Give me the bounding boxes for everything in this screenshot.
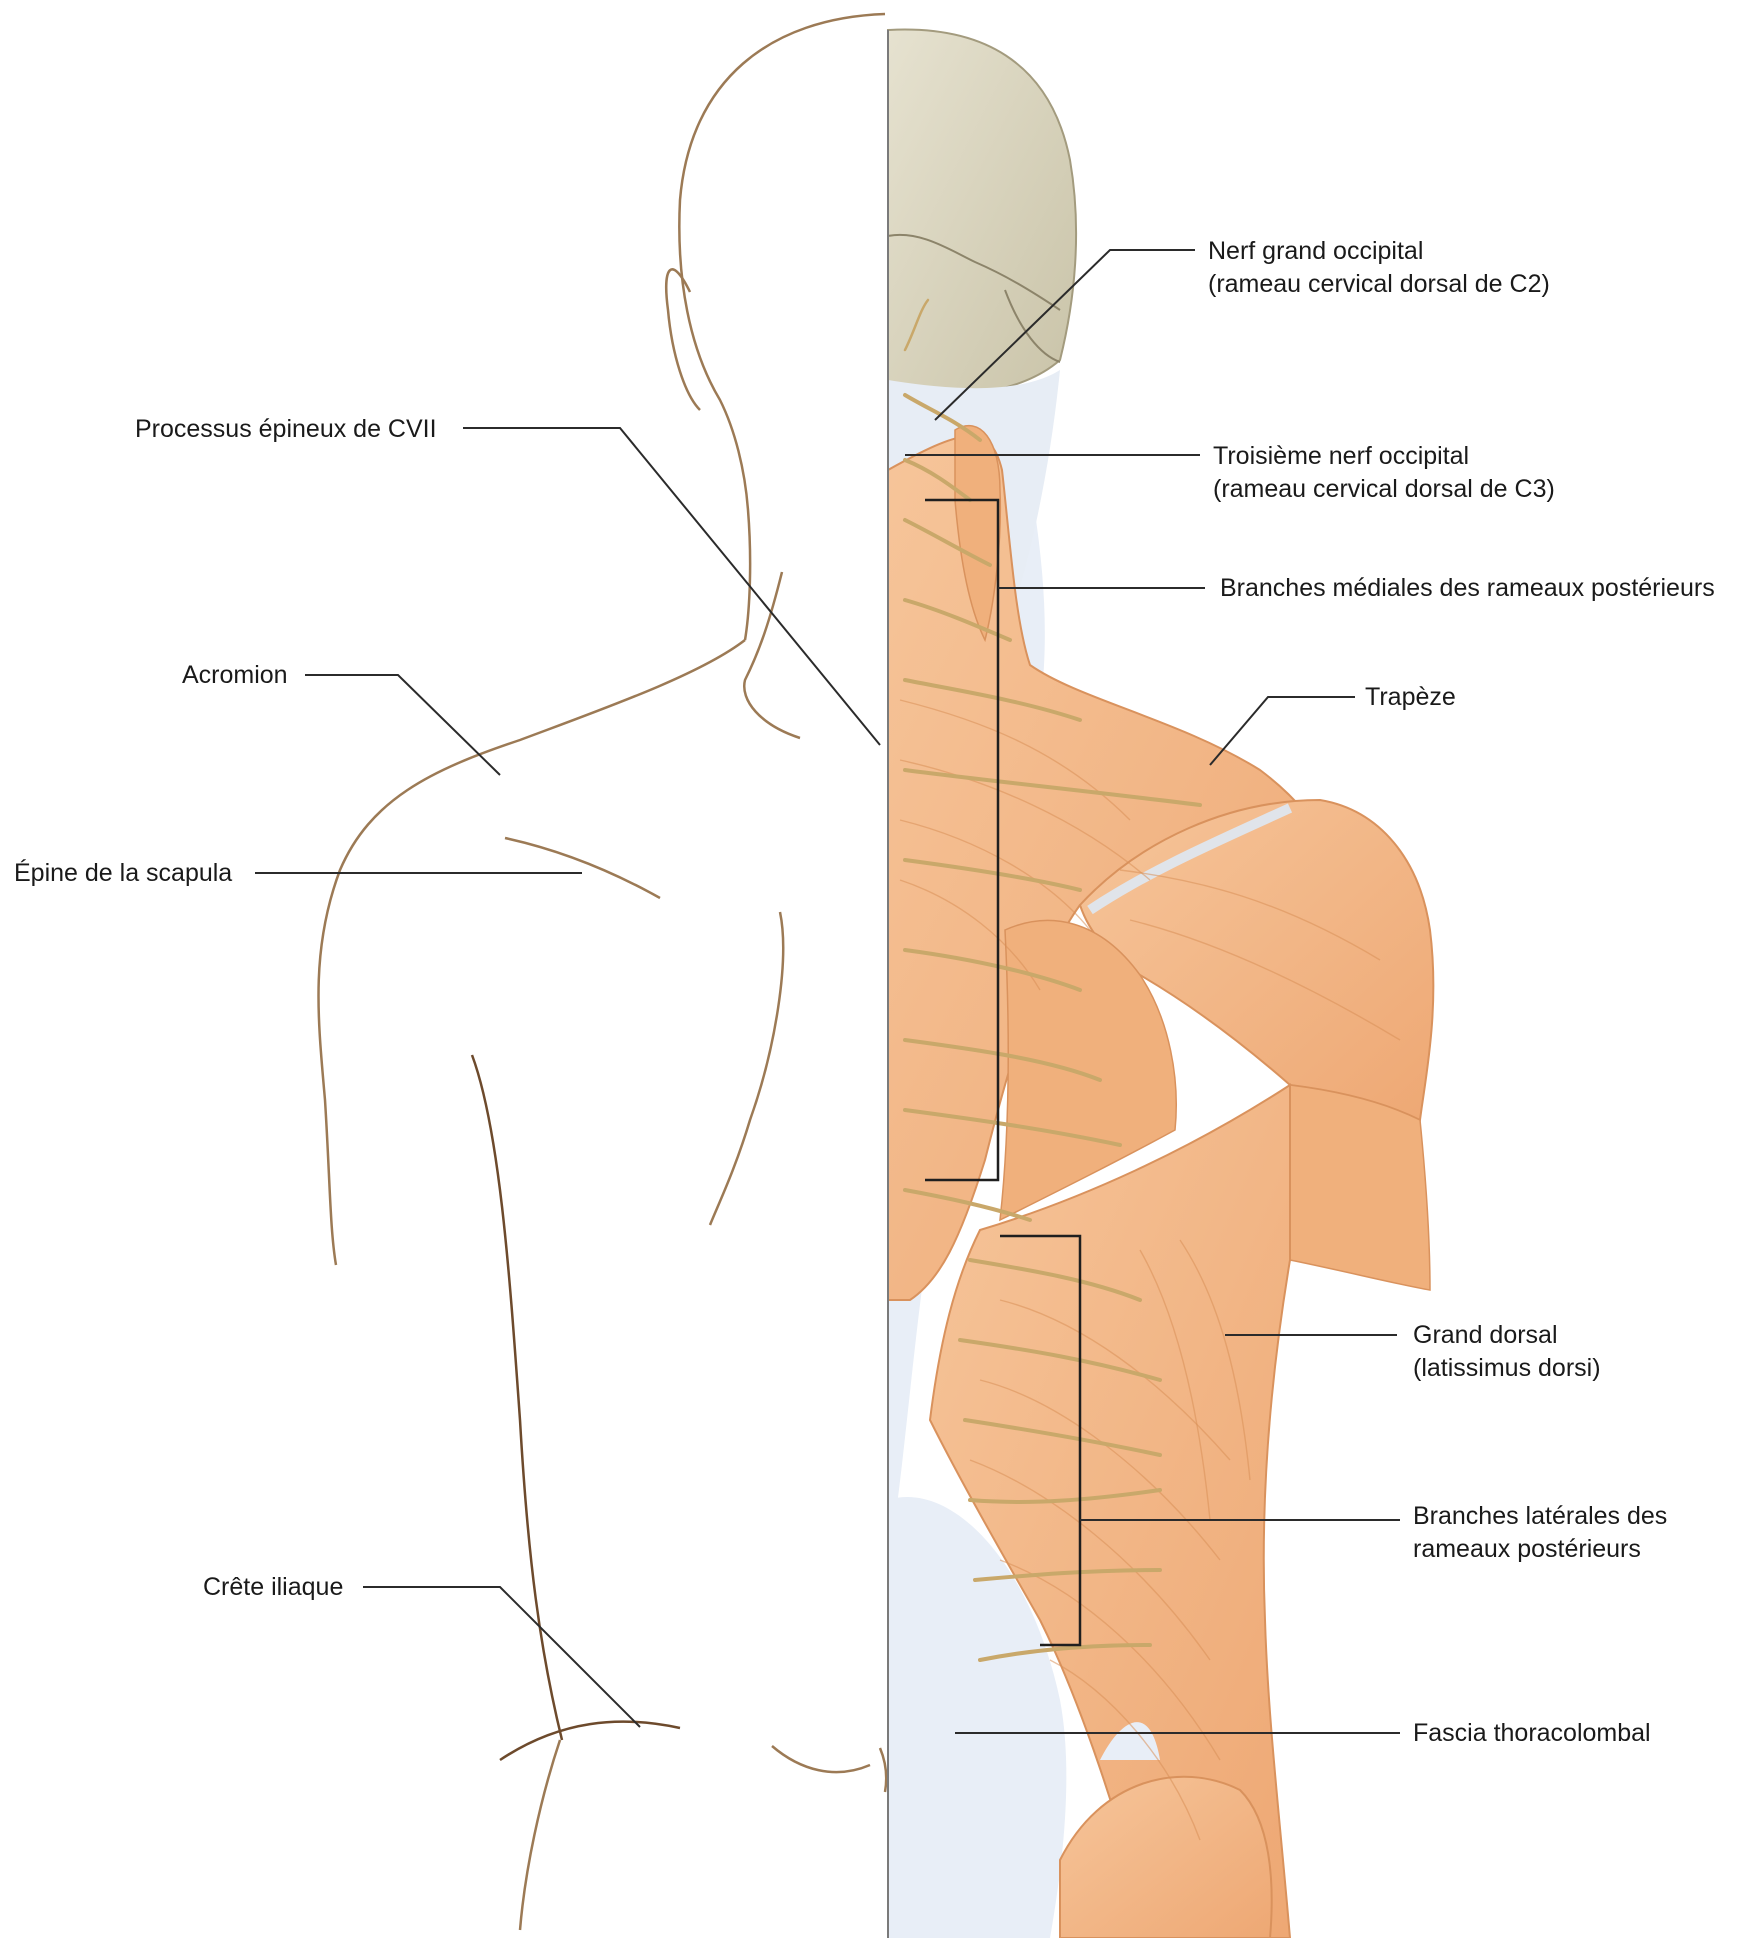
label-line: Processus épineux de CVII xyxy=(135,413,437,446)
leader-processus-epineux xyxy=(463,428,880,745)
sacral-outline xyxy=(772,1746,870,1772)
label-line: Acromion xyxy=(182,659,288,692)
label-grand-dorsal: Grand dorsal (latissimus dorsi) xyxy=(1413,1319,1601,1385)
label-line: Trapèze xyxy=(1365,681,1456,714)
dissection xyxy=(888,30,1433,1938)
surface-outline xyxy=(318,14,886,1930)
flank-outline xyxy=(472,1055,562,1740)
head-outline xyxy=(679,14,885,640)
shoulder-outline xyxy=(318,640,745,1265)
arm-muscles xyxy=(1283,1085,1431,1290)
label-branches-mediales: Branches médiales des rameaux postérieur… xyxy=(1220,572,1715,605)
label-line: (rameau cervical dorsal de C3) xyxy=(1213,473,1555,506)
scapula-edge-outline xyxy=(710,912,783,1225)
label-epine-scapula: Épine de la scapula xyxy=(14,857,232,890)
leader-crete-iliaque xyxy=(363,1587,640,1727)
label-troisieme-nerf-occipital: Troisième nerf occipital (rameau cervica… xyxy=(1213,440,1555,506)
label-acromion: Acromion xyxy=(182,659,288,692)
label-trapeze: Trapèze xyxy=(1365,681,1456,714)
label-processus-epineux: Processus épineux de CVII xyxy=(135,413,437,446)
label-line: Épine de la scapula xyxy=(14,857,232,890)
label-line: Fascia thoracolombal xyxy=(1413,1717,1651,1750)
label-nerf-grand-occipital: Nerf grand occipital (rameau cervical do… xyxy=(1208,235,1550,301)
label-line: Branches médiales des rameaux postérieur… xyxy=(1220,572,1715,605)
skull xyxy=(888,30,1076,397)
label-crete-iliaque: Crête iliaque xyxy=(203,1571,343,1604)
label-line: Troisième nerf occipital xyxy=(1213,440,1555,473)
label-branches-laterales: Branches latérales des rameaux postérieu… xyxy=(1413,1500,1667,1566)
midline-tick xyxy=(880,1748,886,1792)
gluteal-outline xyxy=(520,1740,560,1930)
leader-acromion xyxy=(305,675,500,775)
label-line: (latissimus dorsi) xyxy=(1413,1352,1601,1385)
label-line: Branches latérales des xyxy=(1413,1500,1667,1533)
label-line: Crête iliaque xyxy=(203,1571,343,1604)
label-line: (rameau cervical dorsal de C2) xyxy=(1208,268,1550,301)
label-line: rameaux postérieurs xyxy=(1413,1533,1667,1566)
gluteal-muscle xyxy=(1060,1777,1272,1938)
scapula-spine-outline xyxy=(505,838,660,898)
iliac-crest-outline xyxy=(500,1722,680,1760)
label-fascia-thoracolombal: Fascia thoracolombal xyxy=(1413,1717,1651,1750)
neck-line xyxy=(744,572,800,738)
label-line: Grand dorsal xyxy=(1413,1319,1601,1352)
label-line: Nerf grand occipital xyxy=(1208,235,1550,268)
